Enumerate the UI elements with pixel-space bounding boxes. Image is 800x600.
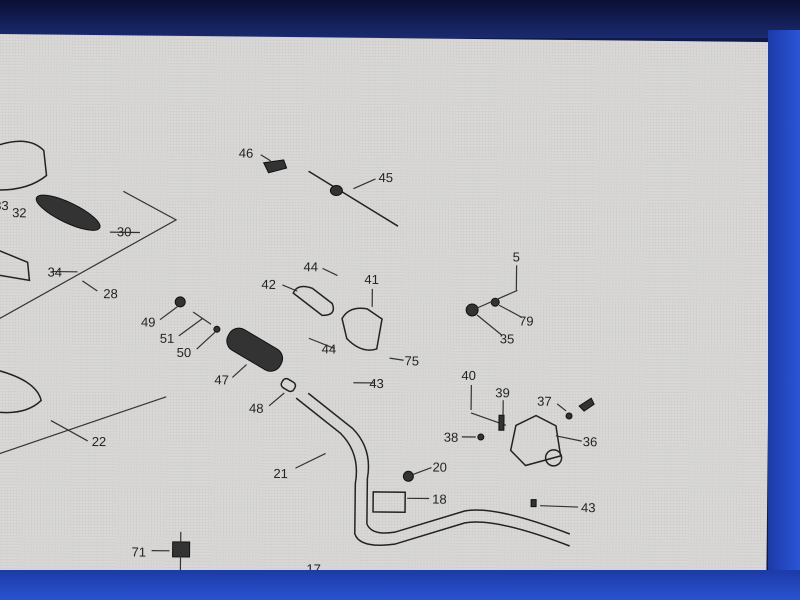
part-label-32: 32 xyxy=(12,205,27,220)
bolt-part-5 xyxy=(476,289,518,309)
part-label-41: 41 xyxy=(364,272,379,287)
part-label-79: 79 xyxy=(519,313,534,328)
part-label-18: 18 xyxy=(432,492,447,507)
monitor-bezel-top xyxy=(0,0,800,38)
monitor-bezel-right xyxy=(768,30,800,600)
switch-collar xyxy=(544,449,563,467)
clip-part-37 xyxy=(578,397,595,412)
part-label-49: 49 xyxy=(141,314,156,329)
leader-lines xyxy=(50,154,582,552)
cover-part-22 xyxy=(0,369,42,414)
part-label-37: 37 xyxy=(537,394,552,409)
part-label-44-top: 44 xyxy=(304,259,319,274)
body-cover-part xyxy=(0,140,48,191)
cable-part-45 xyxy=(308,170,399,227)
part-label-39: 39 xyxy=(495,385,510,400)
part-label-28: 28 xyxy=(103,286,118,301)
screw-part-51 xyxy=(192,311,212,325)
part-label-43-top: 43 xyxy=(369,376,384,391)
screw-part-39 xyxy=(498,414,505,431)
part-label-44-bottom: 44 xyxy=(322,341,337,356)
part-label-45: 45 xyxy=(378,170,393,185)
parts-diagram: 46 45 33 32 30 34 28 44 41 42 5 79 35 49… xyxy=(0,140,598,576)
handlebar-inner-edge xyxy=(307,392,571,535)
part-label-46: 46 xyxy=(239,146,254,161)
part-label-50: 50 xyxy=(177,345,192,360)
clip-part-46 xyxy=(262,159,288,174)
throttle-housing-part-41 xyxy=(341,307,383,351)
screw-part-38 xyxy=(477,433,485,441)
footpeg-rubber-part-30 xyxy=(35,194,101,231)
part-label-75: 75 xyxy=(405,353,420,368)
handlebar-part-21 xyxy=(295,397,570,547)
cable-nut xyxy=(329,185,343,197)
bracket-part-35 xyxy=(465,303,479,317)
part-label-5: 5 xyxy=(513,249,520,264)
part-label-30: 30 xyxy=(117,224,132,239)
washer-part-50 xyxy=(213,325,221,333)
part-label-43-bottom: 43 xyxy=(581,500,596,515)
part-label-35: 35 xyxy=(500,331,515,346)
grip-part-47 xyxy=(226,327,284,372)
section-outline-lower xyxy=(0,396,167,456)
part-label-34: 34 xyxy=(47,265,62,280)
part-label-21: 21 xyxy=(273,466,288,481)
part-label-38: 38 xyxy=(444,430,459,445)
section-outline-upper xyxy=(0,190,178,321)
monitor-bezel-bottom xyxy=(0,570,800,600)
lever-holder-part-42 xyxy=(292,285,335,317)
part-label-36: 36 xyxy=(583,434,598,449)
parts-diagram-screen: 46 45 33 32 30 34 28 44 41 42 5 79 35 49… xyxy=(0,34,772,581)
screw-part-37 xyxy=(565,412,573,420)
collar-part-48 xyxy=(280,377,297,393)
part-label-22: 22 xyxy=(92,434,107,449)
part-label-48: 48 xyxy=(249,401,264,416)
part-label-71: 71 xyxy=(132,544,147,559)
clamp-part-18 xyxy=(372,491,406,514)
part-label-20: 20 xyxy=(432,460,447,475)
part-label-42: 42 xyxy=(261,277,276,292)
bracket-part-34 xyxy=(0,249,31,282)
part-label-40: 40 xyxy=(461,368,476,383)
end-weight-part-49 xyxy=(174,296,186,308)
part-label-51: 51 xyxy=(160,331,175,346)
nut-part-20 xyxy=(402,470,414,482)
switch-housing-part-36 xyxy=(509,414,562,467)
screw-part-43 xyxy=(530,499,537,508)
part-label-47: 47 xyxy=(214,372,229,387)
part-label-33: 33 xyxy=(0,198,9,213)
